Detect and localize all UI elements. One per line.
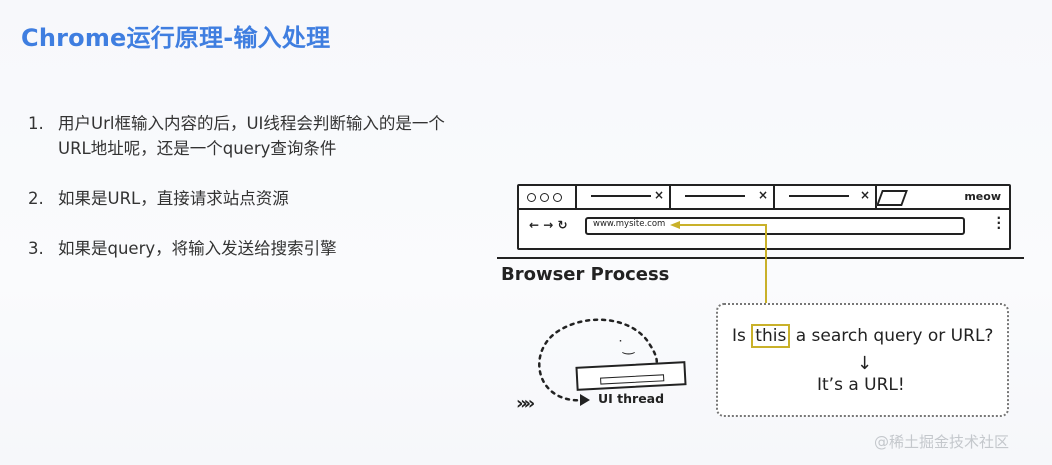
steps-list: 1. 用户Url框输入内容的后，UI线程会判断输入的是一个URL地址呢，还是一个…: [28, 111, 448, 286]
list-text: 如果是URL，直接请求站点资源: [58, 189, 289, 208]
highlight-word: this: [751, 324, 791, 348]
list-number: 2.: [28, 189, 44, 208]
answer-text: It’s a URL!: [817, 375, 905, 395]
list-number: 3.: [28, 239, 44, 258]
close-icon: ×: [757, 188, 768, 202]
divider: [497, 257, 1024, 259]
close-icon: ×: [859, 188, 870, 202]
list-text: 如果是query，将输入发送给搜索引擎: [58, 239, 337, 258]
page-title: Chrome运行原理-输入处理: [21, 24, 331, 52]
browser-tab: ×: [773, 186, 877, 210]
list-item: 3. 如果是query，将输入发送给搜索引擎: [28, 236, 448, 261]
query-box: Is this a search query or URL? ↓ It’s a …: [716, 303, 1009, 417]
ui-thread-label: UI thread: [598, 391, 665, 406]
list-number: 1.: [28, 114, 44, 133]
window-controls-icon: [527, 193, 562, 202]
watermark: @稀土掘金技术社区: [874, 433, 1010, 451]
browser-name: meow: [964, 190, 1001, 203]
nav-icons: ← → ↻: [529, 218, 568, 232]
close-icon: ×: [653, 188, 664, 202]
list-text: 用户Url框输入内容的后，UI线程会判断输入的是一个URL地址呢，还是一个que…: [58, 114, 445, 158]
url-text: www.mysite.com: [593, 219, 666, 229]
motion-arrows-icon: »»: [516, 393, 535, 414]
question-text: Is this a search query or URL?: [732, 324, 994, 348]
list-item: 1. 用户Url框输入内容的后，UI线程会判断输入的是一个URL地址呢，还是一个…: [28, 111, 448, 161]
browser-illustration: × × × meow ← → ↻ www.mysite.com ···: [517, 184, 1011, 250]
down-arrow-icon: ↓: [857, 353, 873, 374]
browser-tab: ×: [669, 186, 775, 210]
browser-process-title: Browser Process: [501, 264, 670, 285]
smiley-face-icon: ˙ ͜: [617, 339, 629, 355]
address-bar: www.mysite.com: [585, 217, 965, 235]
browser-tab: ×: [575, 186, 671, 210]
menu-kebab-icon: ···: [996, 211, 1001, 235]
list-item: 2. 如果是URL，直接请求站点资源: [28, 186, 448, 211]
mini-browser-icon: [575, 361, 687, 391]
new-tab-icon: [876, 190, 908, 206]
